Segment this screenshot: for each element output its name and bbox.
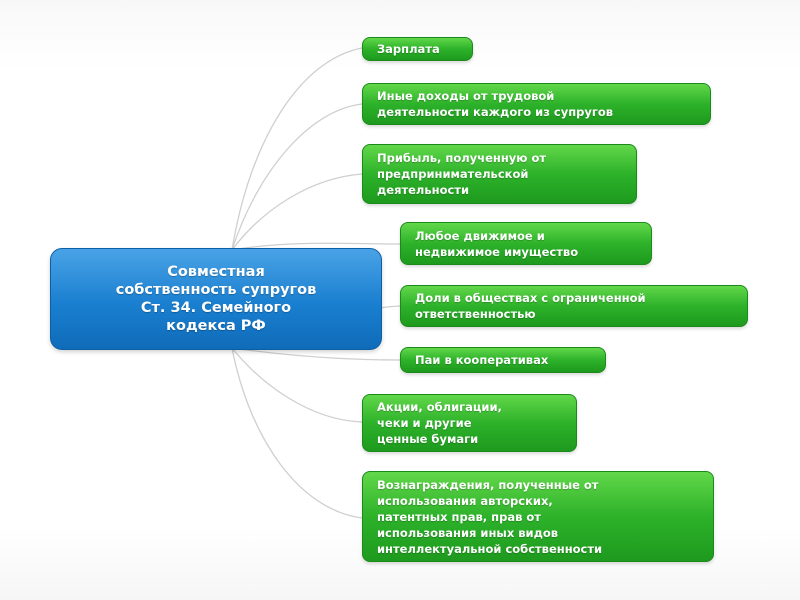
branch-label: Вознаграждения, полученные от использова…: [377, 477, 603, 556]
connector-4: [231, 242, 401, 251]
branch-securities[interactable]: Акции, облигации, чеки и другие ценные б…: [362, 394, 577, 452]
branch-intellectual-property-rewards[interactable]: Вознаграждения, полученные от использова…: [362, 471, 714, 562]
central-topic-label: Совместная собственность супругов Ст. 34…: [115, 264, 317, 334]
branch-label: Доли в обществах с ограниченной ответств…: [415, 291, 646, 321]
branch-label: Акции, облигации, чеки и другие ценные б…: [377, 400, 502, 446]
branch-label: Любое движимое и недвижимое имущество: [415, 228, 579, 259]
branch-cooperative-shares[interactable]: Паи в кооперативах: [400, 347, 606, 373]
branch-llc-shares[interactable]: Доли в обществах с ограниченной ответств…: [400, 285, 748, 327]
connector-6: [231, 347, 401, 361]
connector-7: [231, 347, 363, 423]
connector-3: [231, 173, 363, 251]
connector-2: [231, 103, 363, 251]
branch-label: Прибыль, полученную от предпринимательск…: [377, 151, 547, 197]
branch-business-profit[interactable]: Прибыль, полученную от предпринимательск…: [362, 144, 637, 204]
branch-salary[interactable]: Зарплата: [362, 37, 473, 61]
branch-other-labor-income[interactable]: Иные доходы от трудовой деятельности каж…: [362, 83, 711, 125]
branch-movable-immovable-property[interactable]: Любое движимое и недвижимое имущество: [400, 222, 652, 265]
connector-1: [231, 47, 363, 251]
branch-label: Паи в кооперативах: [415, 353, 549, 367]
connector-8: [231, 347, 363, 519]
branch-label: Зарплата: [377, 42, 440, 56]
central-topic[interactable]: Совместная собственность супругов Ст. 34…: [50, 248, 382, 350]
branch-label: Иные доходы от трудовой деятельности каж…: [377, 89, 614, 119]
